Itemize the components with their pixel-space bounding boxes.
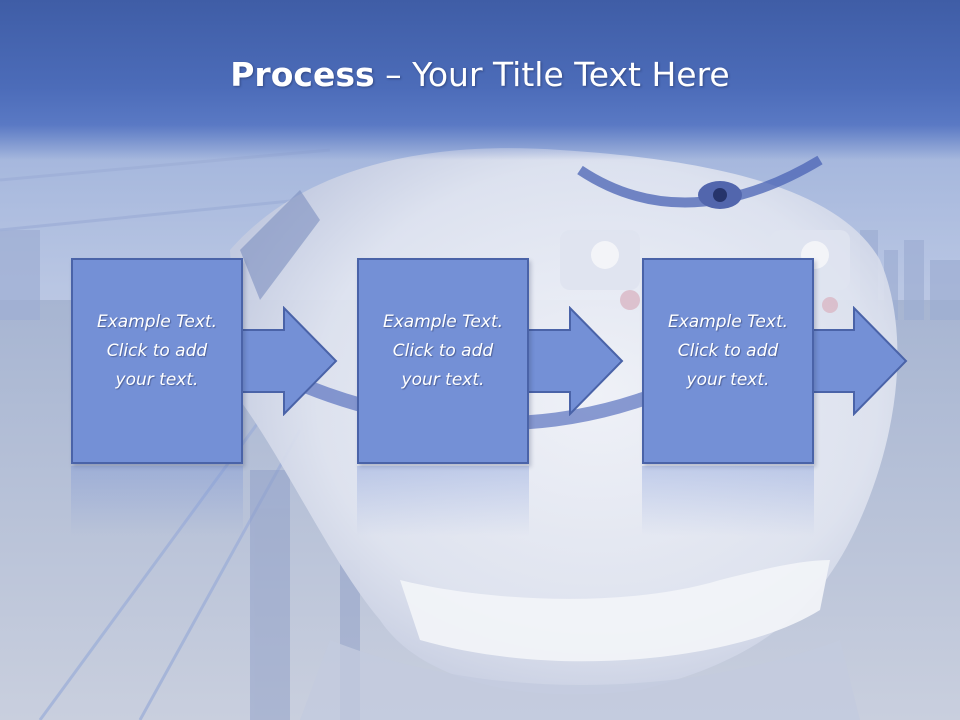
step-box-3[interactable]: Example Text. Click to add your text. <box>642 258 814 464</box>
step-text-2: Example Text. Click to add your text. <box>382 311 504 390</box>
title-band <box>0 0 960 160</box>
arrow-right-icon <box>519 306 624 416</box>
arrow-right-icon <box>233 306 338 416</box>
arrow-right-icon <box>803 306 908 416</box>
step-text-3: Example Text. Click to add your text. <box>667 311 789 390</box>
title-bold-part: Process <box>230 55 375 94</box>
step-text-1: Example Text. Click to add your text. <box>96 311 218 390</box>
step-box-1[interactable]: Example Text. Click to add your text. <box>71 258 243 464</box>
title-rest-part: – Your Title Text Here <box>374 55 730 94</box>
step-box-2[interactable]: Example Text. Click to add your text. <box>357 258 529 464</box>
slide-title[interactable]: Process – Your Title Text Here <box>0 52 960 98</box>
